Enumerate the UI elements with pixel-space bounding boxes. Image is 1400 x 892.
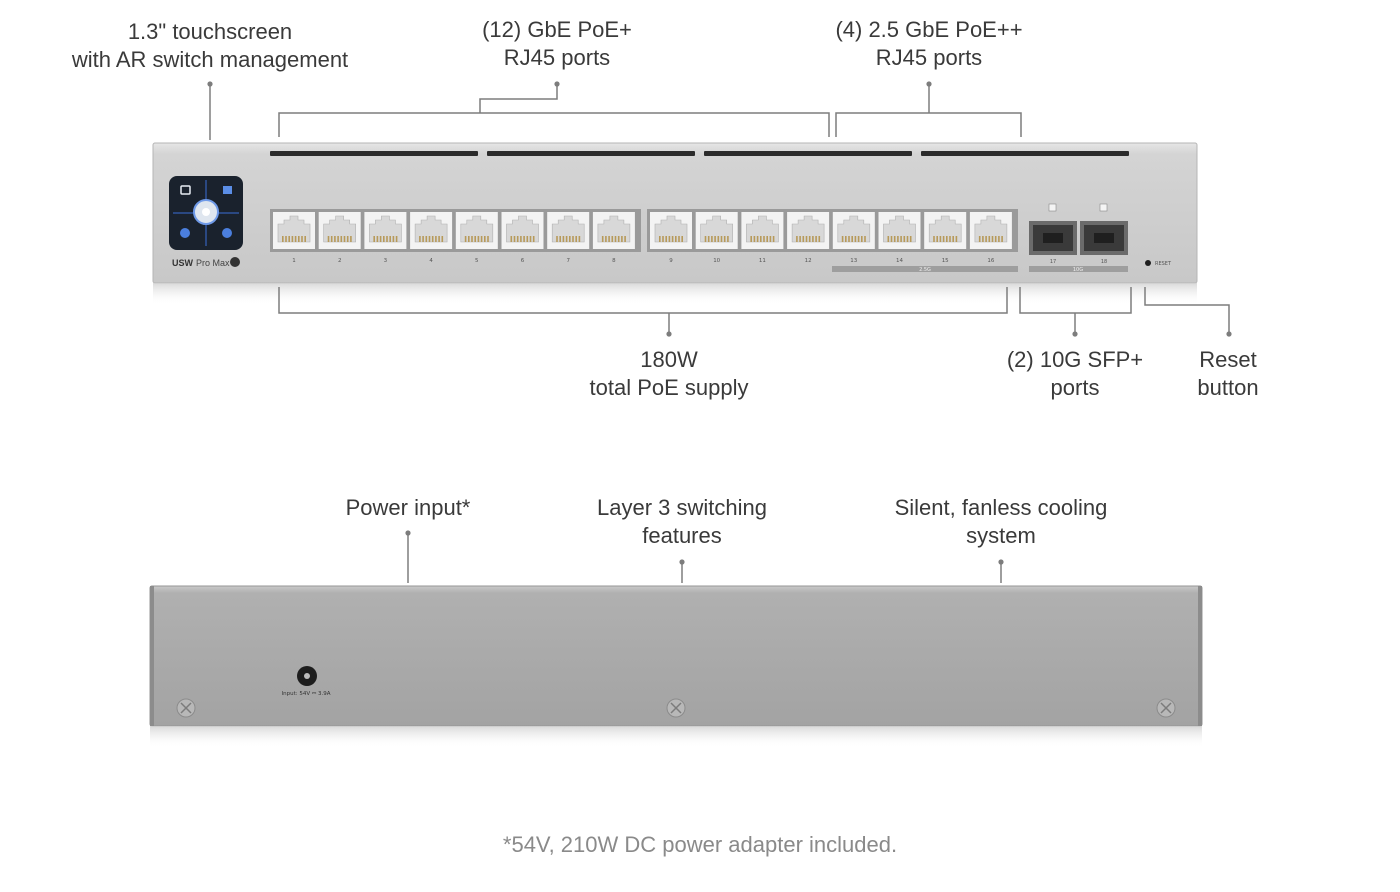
label-line: 1.3" touchscreen <box>127 19 293 44</box>
rj45-port-11[interactable] <box>741 212 784 249</box>
sfp-ports: 17 18 10G <box>1029 203 1128 273</box>
group-10g-label: 10G <box>1073 267 1083 273</box>
rj45-port-4[interactable] <box>410 212 453 249</box>
label-cooling: Silent, fanless cooling system <box>870 494 1132 550</box>
label-line: Layer 3 switching <box>597 495 767 520</box>
rj45-port-13[interactable] <box>832 212 875 249</box>
port-label: 14 <box>896 258 903 264</box>
port-label: 3 <box>384 258 388 264</box>
rj45-port-8[interactable] <box>592 212 635 249</box>
settings-icon <box>222 228 232 238</box>
reset-button[interactable] <box>1145 260 1151 266</box>
port-label: 1 <box>292 258 296 264</box>
port-label: 4 <box>429 258 433 264</box>
label-line: Silent, fanless cooling <box>894 495 1108 520</box>
leader-lines-rear <box>405 530 1004 583</box>
rj45-port-7[interactable] <box>547 212 590 249</box>
vent-slot <box>921 151 1129 156</box>
model-suffix: Pro Max <box>196 258 230 268</box>
port-label: 9 <box>669 258 673 264</box>
footnote: *54V, 210W DC power adapter included. <box>502 832 898 857</box>
label-reset-button: Reset button <box>1178 346 1278 402</box>
port-label: 10 <box>713 258 720 264</box>
port-label: 13 <box>850 258 857 264</box>
group-25g-bar <box>832 266 1018 272</box>
rj45-port-9[interactable] <box>650 212 692 249</box>
label-line: Reset <box>1199 347 1257 372</box>
rj45-port-10[interactable] <box>695 212 738 249</box>
rj45-port-3[interactable] <box>364 212 407 249</box>
home-icon <box>180 185 191 195</box>
sfp-port-label: 17 <box>1050 259 1056 265</box>
port-label: 11 <box>759 258 766 264</box>
sfp-led <box>1048 203 1057 212</box>
label-line: with AR switch management <box>71 47 349 72</box>
bolt-icon <box>230 257 240 267</box>
leader-lines-front <box>207 81 1232 337</box>
model-name: USW <box>172 258 194 268</box>
rj45-port-5[interactable] <box>455 212 498 249</box>
vent-slot <box>704 151 912 156</box>
rear-power-text: Input: 54V ⎓ 3.9A <box>282 691 331 697</box>
port-label: 7 <box>566 258 570 264</box>
label-touchscreen: 1.3" touchscreen with AR switch manageme… <box>60 18 360 74</box>
rj45-ports <box>273 212 1012 249</box>
label-layer3: Layer 3 switching features <box>572 494 792 550</box>
label-line: (12) GbE PoE+ <box>482 17 632 42</box>
sfp-port-17[interactable] <box>1029 221 1077 255</box>
label-line: Power input* <box>345 495 471 520</box>
port-label: 5 <box>475 258 479 264</box>
port-label: 12 <box>805 258 812 264</box>
label-line: (2) 10G SFP+ <box>1006 347 1144 372</box>
sfp-port-label: 18 <box>1101 259 1107 265</box>
group-25g-label: 2.5G <box>919 267 931 273</box>
info-icon <box>180 228 190 238</box>
port-label: 2 <box>338 258 342 264</box>
sfp-led <box>1099 203 1108 212</box>
sfp-port-18[interactable] <box>1080 221 1128 255</box>
label-power-input: Power input* <box>318 494 498 522</box>
label-line: 180W <box>640 347 698 372</box>
label-line: ports <box>1050 375 1100 400</box>
label-sfp-ports: (2) 10G SFP+ ports <box>990 346 1160 402</box>
rj45-port-16[interactable] <box>969 212 1012 249</box>
rj45-port-6[interactable] <box>501 212 544 249</box>
group-10g-bar <box>1029 266 1128 272</box>
vent-slot <box>270 151 478 156</box>
label-line: (4) 2.5 GbE PoE++ <box>835 17 1023 42</box>
touchscreen-display[interactable] <box>169 176 243 250</box>
label-poe-supply: 180W total PoE supply <box>569 346 769 402</box>
vent-slot <box>487 151 695 156</box>
screw <box>176 698 196 718</box>
reset-text: RESET <box>1155 261 1172 267</box>
label-line: system <box>966 523 1036 548</box>
rj45-port-1[interactable] <box>273 212 315 249</box>
rj45-port-15[interactable] <box>924 212 967 249</box>
label-2-5gbe-ports: (4) 2.5 GbE PoE++ RJ45 ports <box>818 16 1040 72</box>
rear-panel: Input: 54V ⎓ 3.9A <box>149 585 1203 748</box>
stats-icon <box>223 186 232 194</box>
label-gbe-ports: (12) GbE PoE+ RJ45 ports <box>457 16 657 72</box>
label-line: RJ45 ports <box>875 45 983 70</box>
rj45-port-2[interactable] <box>318 212 361 249</box>
screw <box>666 698 686 718</box>
rj45-port-14[interactable] <box>878 212 921 249</box>
label-line: features <box>642 523 722 548</box>
label-line: total PoE supply <box>589 375 749 400</box>
port-label: 16 <box>987 258 994 264</box>
port-label: 8 <box>612 258 616 264</box>
port-label: 6 <box>521 258 525 264</box>
label-line: RJ45 ports <box>503 45 611 70</box>
rj45-port-12[interactable] <box>787 212 830 249</box>
label-line: button <box>1197 375 1259 400</box>
power-jack[interactable] <box>297 666 317 686</box>
port-label: 15 <box>942 258 949 264</box>
screw <box>1156 698 1176 718</box>
